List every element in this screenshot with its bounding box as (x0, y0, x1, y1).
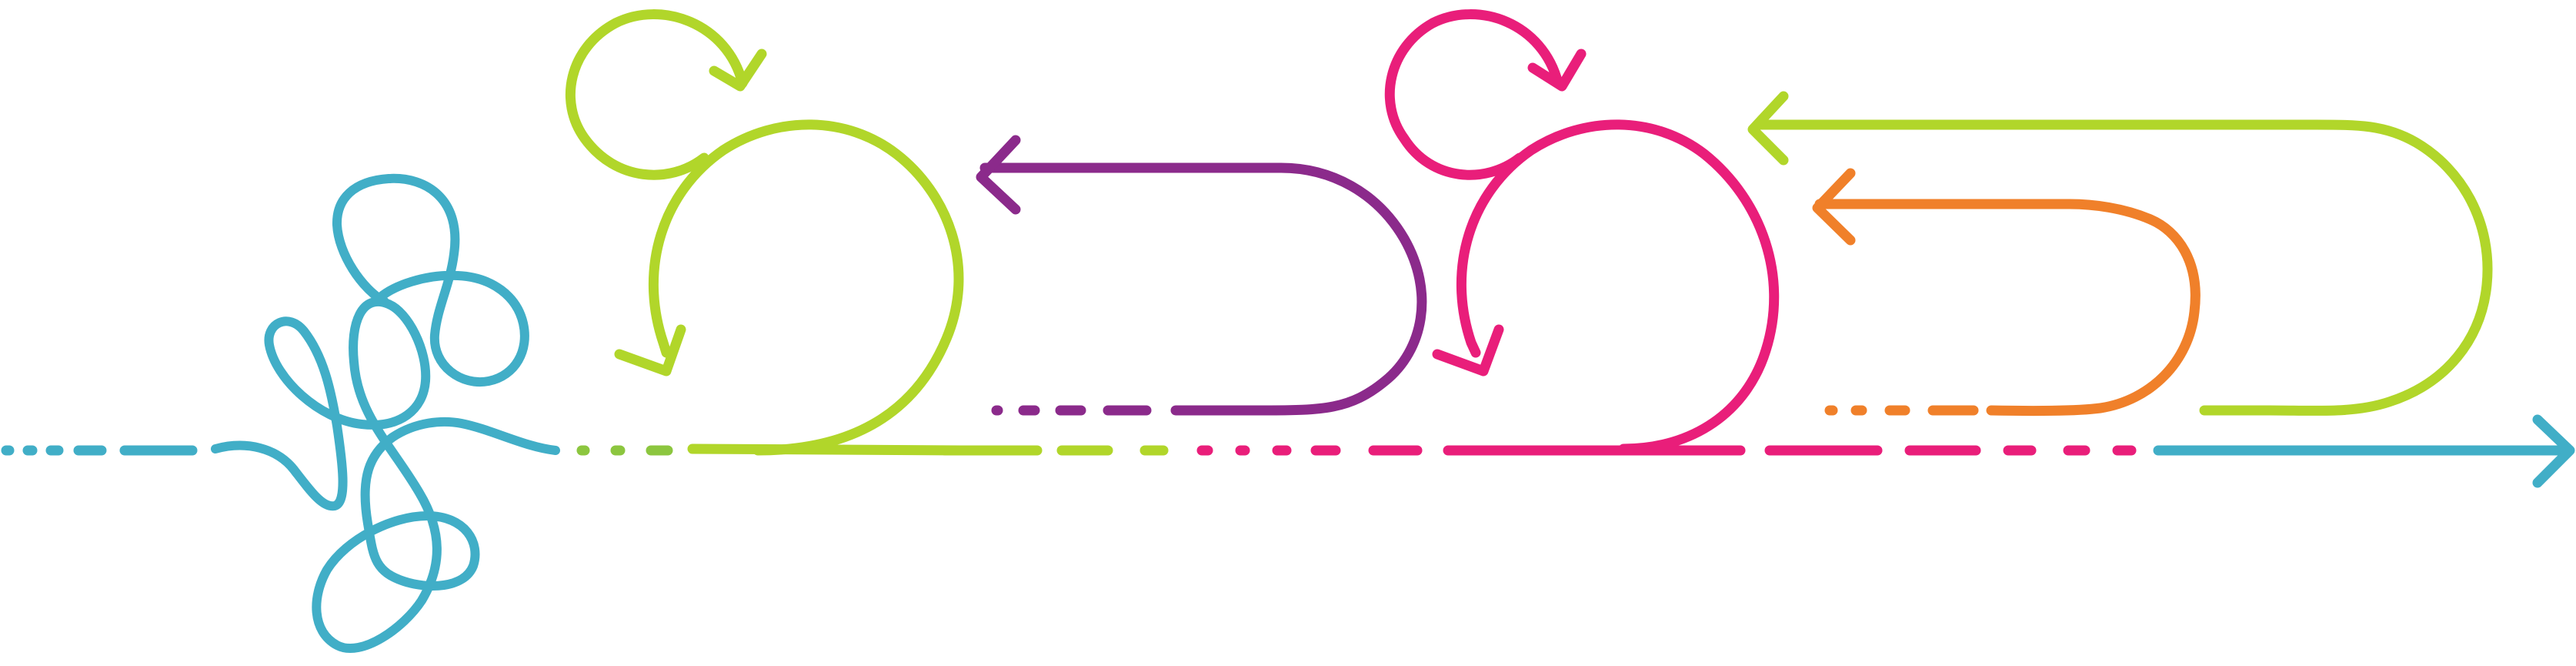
loop-arrowhead (614, 324, 686, 377)
big-loop (648, 119, 964, 456)
tangle-top-loop (332, 173, 529, 387)
final-arrow-segment (2153, 414, 2575, 488)
first-return-segment (976, 135, 1427, 416)
second-loop-segment (1384, 9, 2137, 456)
arrow-left-icon (1747, 91, 1789, 166)
long-return-segment (1747, 91, 2493, 416)
base-line (687, 443, 967, 456)
first-loop-segment (565, 9, 1169, 456)
loop-arrowhead (1432, 324, 1504, 377)
big-loop (1456, 119, 1780, 454)
small-loop-arrowhead (1527, 49, 1587, 92)
return-curve (1814, 199, 2201, 417)
small-loop (565, 9, 748, 180)
arrow-right-icon (2532, 414, 2575, 488)
second-return-segment (1812, 168, 2201, 417)
arrow-left-icon (1812, 168, 1856, 246)
small-loop-arrowhead (709, 49, 767, 92)
return-curve (979, 162, 1427, 416)
small-loop (1384, 9, 1563, 180)
tangle-segment (1, 173, 560, 654)
arrow-left-icon (976, 135, 1021, 215)
return-curve (1753, 119, 2493, 416)
tangled-scribble (211, 296, 560, 654)
